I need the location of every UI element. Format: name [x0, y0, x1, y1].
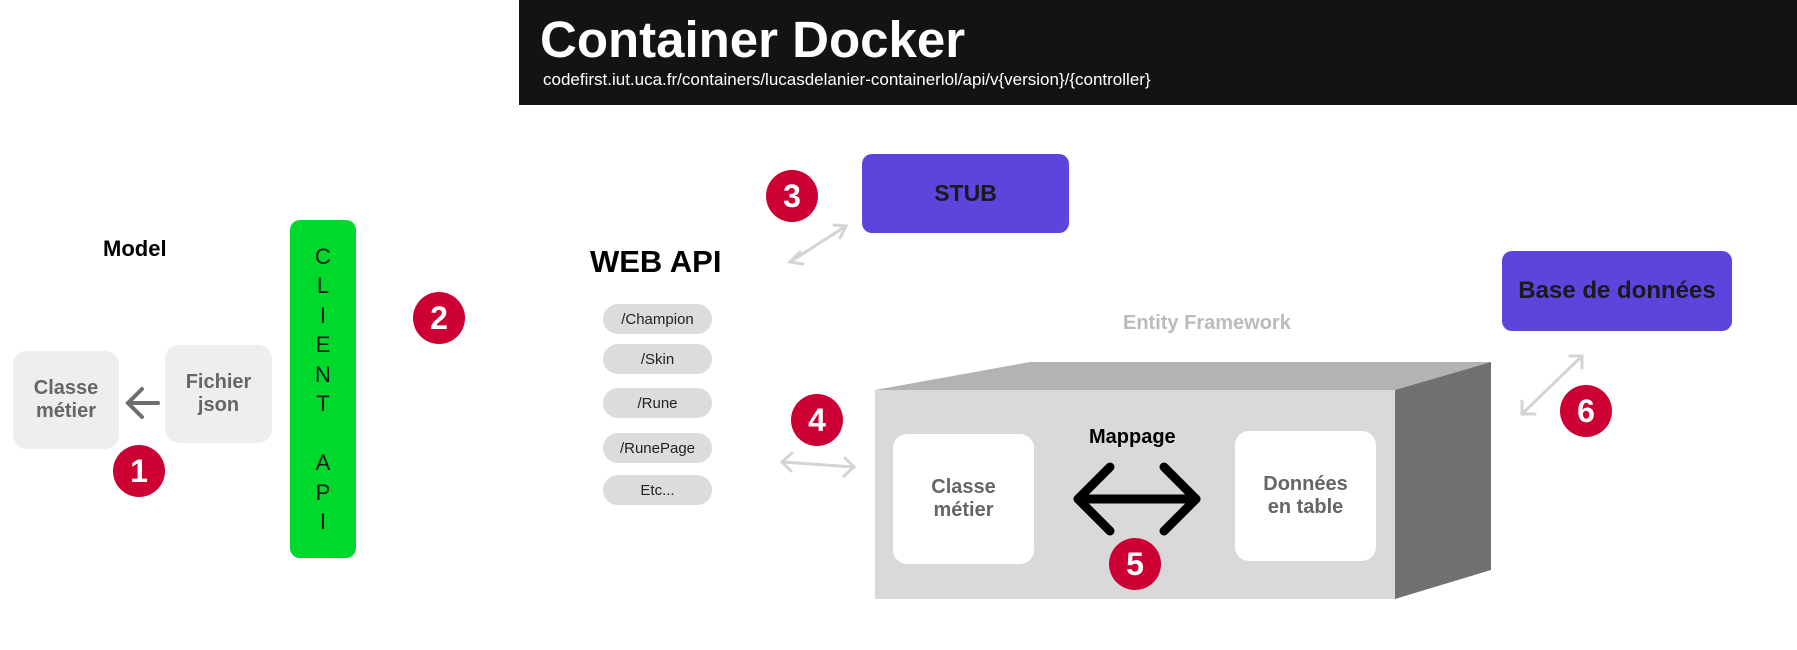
- route-runepage: /RunePage: [603, 433, 712, 463]
- mappage-label: Mappage: [1089, 426, 1176, 448]
- client-api-label: C L I E N T A P I: [315, 243, 331, 535]
- double-arrow-db-icon: [1520, 354, 1584, 416]
- box-top-face: [875, 362, 1491, 390]
- badge-5: 5: [1109, 538, 1161, 590]
- mappage-double-arrow-icon: [1073, 462, 1201, 536]
- fichier-json-card: Fichier json: [165, 345, 272, 443]
- model-label: Model: [103, 236, 167, 261]
- stub-box: STUB: [862, 154, 1069, 233]
- route-skin: /Skin: [603, 344, 712, 374]
- client-api-bar: C L I E N T A P I: [290, 220, 356, 558]
- route-champion: /Champion: [603, 304, 712, 334]
- docker-header: [519, 0, 1797, 105]
- arrow-left-icon: [125, 387, 160, 419]
- box-side-face: [1395, 362, 1491, 599]
- badge-4: 4: [791, 394, 843, 446]
- route-rune: /Rune: [603, 388, 712, 418]
- header-title: Container Docker: [540, 11, 966, 68]
- header-url: codefirst.iut.uca.fr/containers/lucasdel…: [543, 70, 1151, 89]
- ef-classe-metier-card: Classe métier: [893, 434, 1034, 564]
- route-etc: Etc...: [603, 475, 712, 505]
- donnees-en-table-card: Données en table: [1235, 431, 1376, 561]
- double-arrow-ef-icon: [779, 451, 857, 478]
- double-arrow-stub-icon: [786, 223, 849, 266]
- badge-3: 3: [766, 170, 818, 222]
- badge-6: 6: [1560, 385, 1612, 437]
- web-api-title: WEB API: [590, 244, 722, 279]
- badge-2: 2: [413, 292, 465, 344]
- model-classe-metier-card: Classe métier: [13, 351, 119, 449]
- database-box: Base de données: [1502, 251, 1732, 331]
- entity-framework-label: Entity Framework: [1123, 312, 1291, 334]
- badge-1: 1: [113, 445, 165, 497]
